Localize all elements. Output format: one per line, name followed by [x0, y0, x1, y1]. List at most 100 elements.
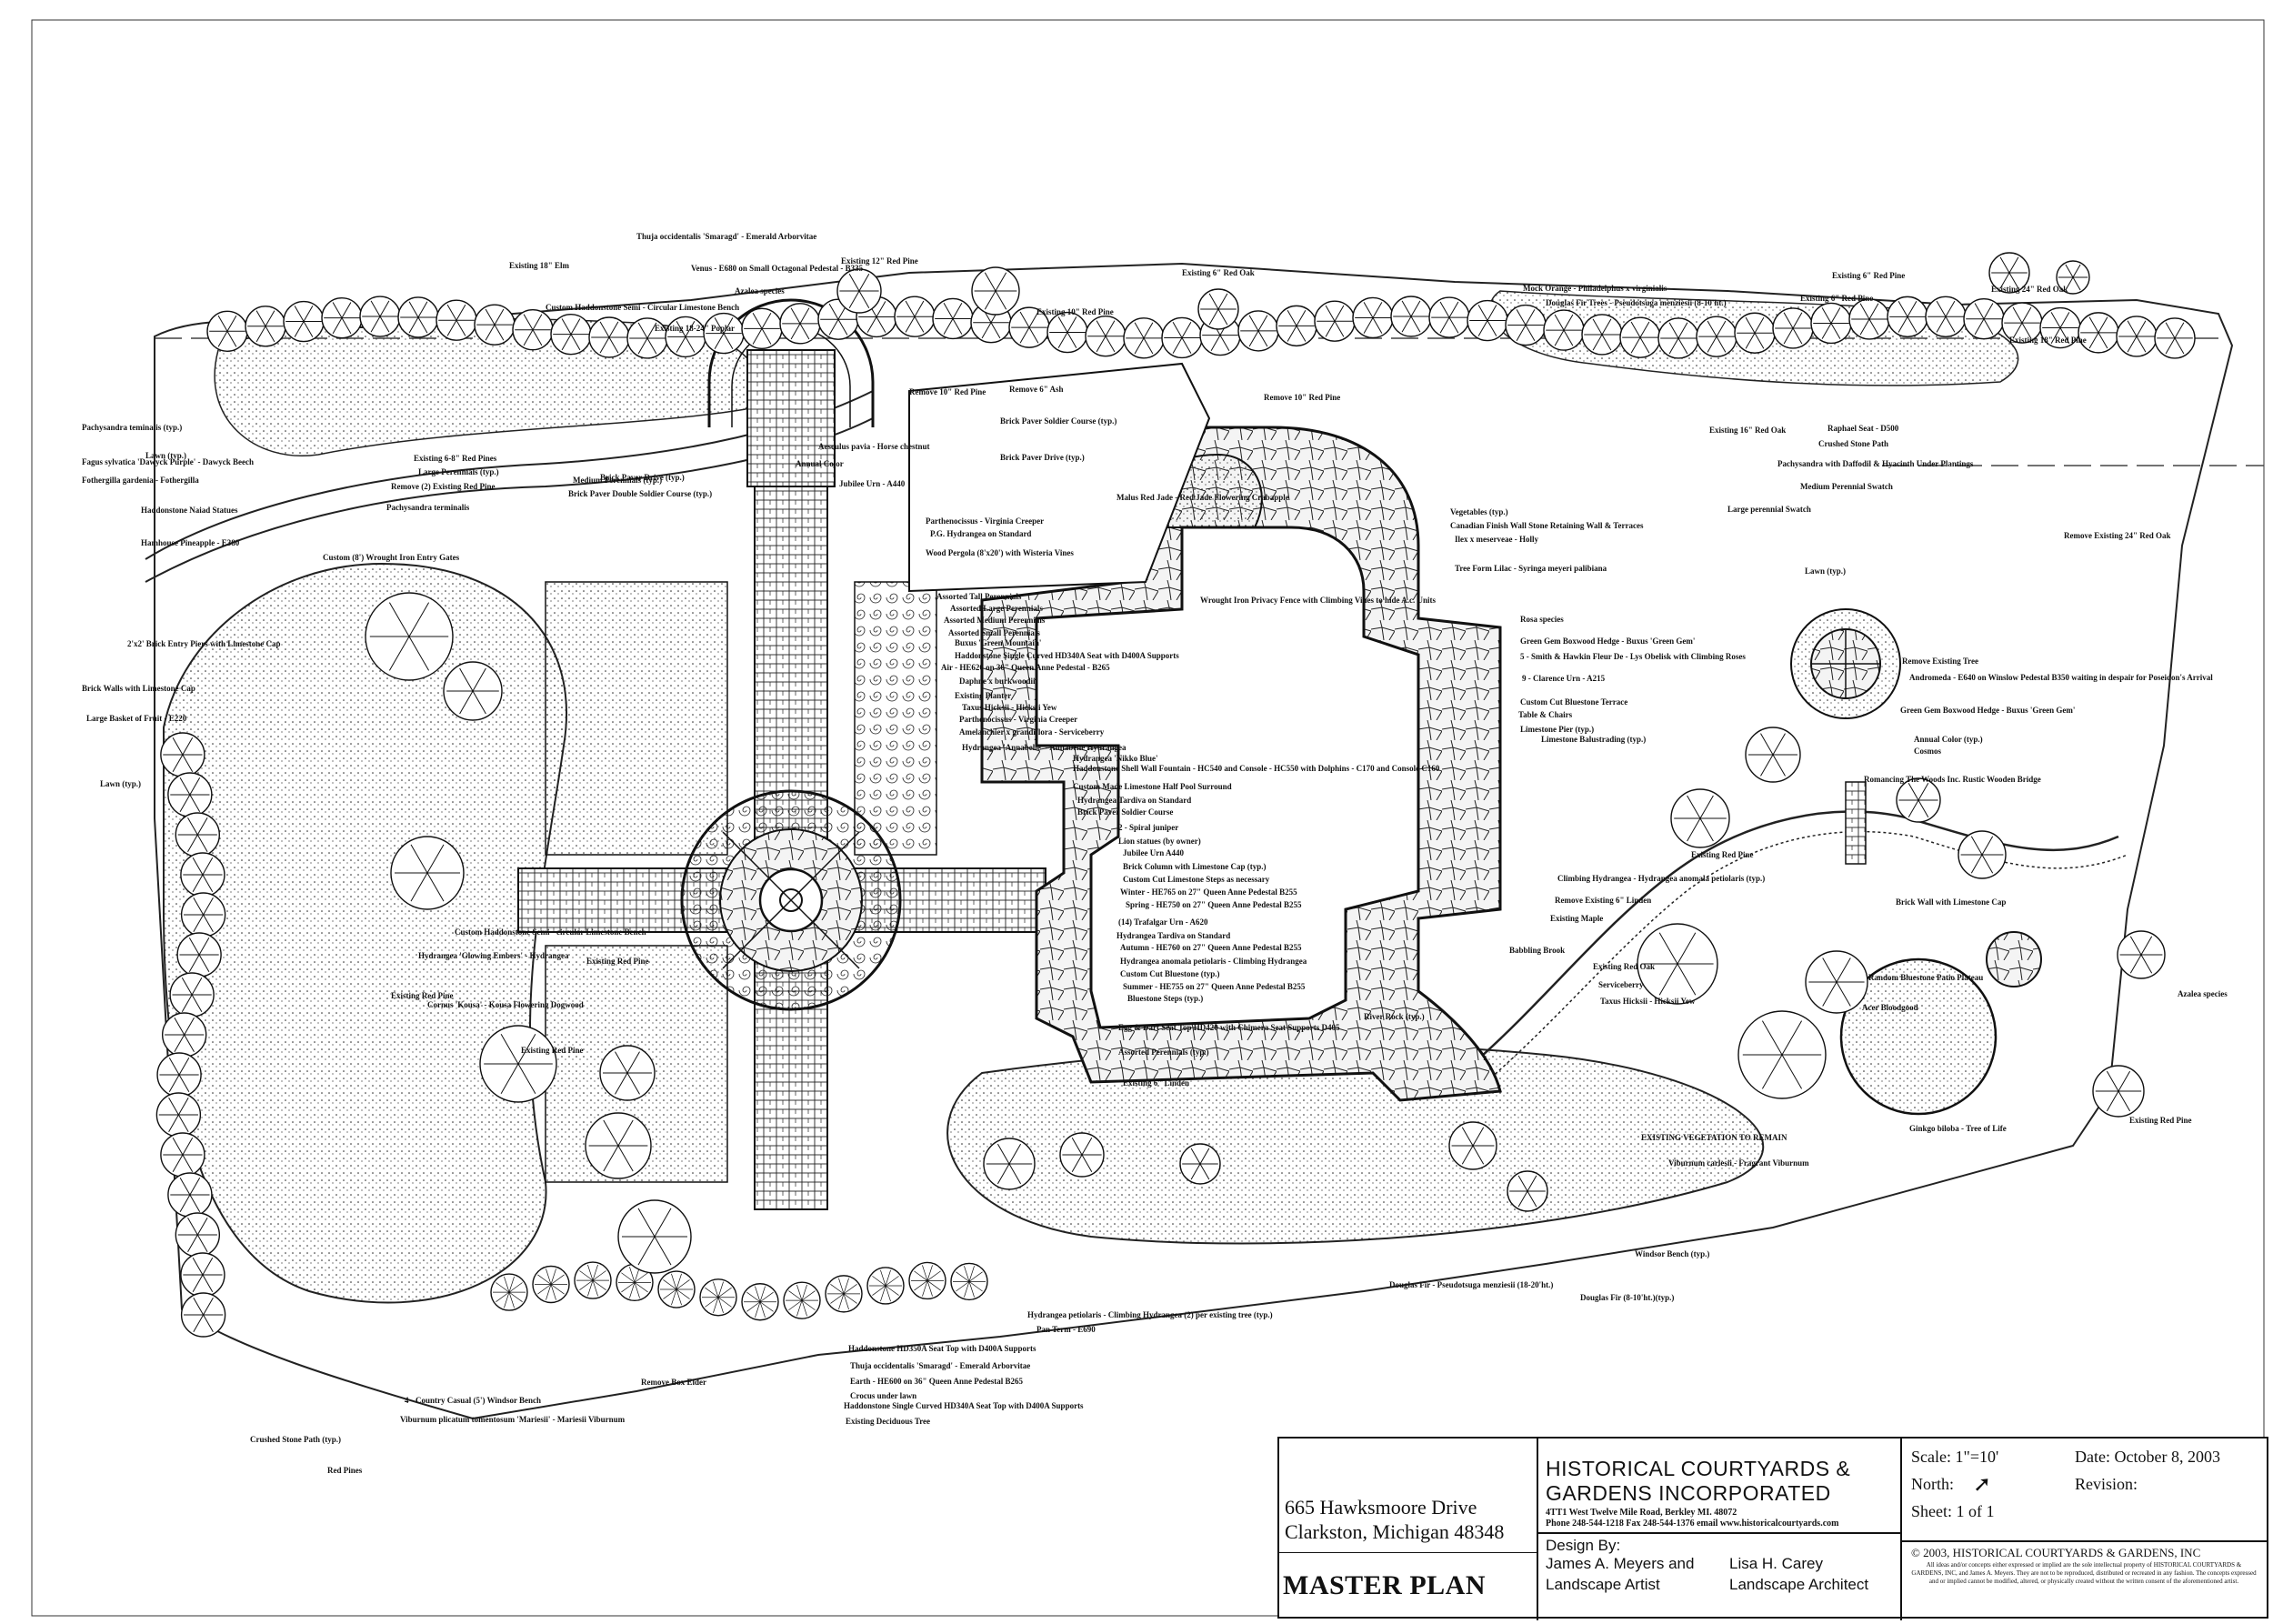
- plan-label: Haddonstone HD350A Seat Top with D400A S…: [848, 1344, 1036, 1353]
- deciduous-tree-icon: [894, 296, 936, 337]
- deciduous-tree-icon: [1179, 1143, 1221, 1185]
- firm-name: HISTORICAL COURTYARDS & GARDENS INCORPOR…: [1546, 1457, 1850, 1506]
- deciduous-tree-icon: [1085, 316, 1126, 357]
- plan-label: Ginkgo biloba - Tree of Life: [1909, 1124, 2007, 1133]
- deciduous-tree-icon: [180, 1292, 226, 1338]
- plan-label: Autumn - HE760 on 27" Queen Anne Pedesta…: [1120, 943, 1302, 952]
- plan-label: Medium Perennials (typ.): [573, 476, 663, 485]
- address-line-2: Clarkston, Michigan 48348: [1285, 1520, 1505, 1543]
- plan-label: Taxus Hicksii - Hicksii Yew: [962, 703, 1057, 712]
- plan-label: Pan Term - E690: [1036, 1325, 1096, 1334]
- deciduous-tree-icon: [1046, 311, 1088, 354]
- plan-label: Wood Pergola (8'x20') with Wisteria Vine…: [926, 548, 1074, 557]
- plan-label: Thuja occidentalis 'Smaragd' - Emerald A…: [850, 1361, 1031, 1370]
- plan-label: Assorted Small Perennials: [948, 628, 1040, 637]
- plan-label: Brick Paver Double Soldier Course (typ.): [568, 489, 713, 498]
- plan-label: Existing Maple: [1550, 914, 1604, 923]
- deciduous-tree-icon: [161, 1012, 207, 1058]
- patio-plateau: [1839, 957, 1998, 1116]
- sheet-number: Sheet: 1 of 1: [1911, 1502, 1995, 1520]
- deciduous-tree-icon: [1848, 298, 1890, 340]
- plan-label: Haddonstone Shell Wall Fountain - HC540 …: [1073, 764, 1440, 773]
- plan-label: Existing Planter: [955, 691, 1012, 700]
- deciduous-tree-icon: [1390, 296, 1432, 337]
- andromeda-cross: [1811, 629, 1880, 698]
- house-footprint: [1035, 526, 1420, 1029]
- rustic-bridge: [1845, 781, 1867, 865]
- plan-label: Hydrangea Tardiva on Standard: [1077, 796, 1192, 805]
- deciduous-tree-icon: [2154, 317, 2196, 359]
- deciduous-tree-icon: [588, 316, 630, 358]
- plan-label: Large Perennials (typ.): [418, 467, 499, 476]
- deciduous-tree-icon: [779, 303, 821, 345]
- plan-label: Existing 6" Red Oak: [1182, 268, 1255, 277]
- plan-label: Thuja occidentalis 'Smaragd' - Emerald A…: [636, 232, 817, 241]
- address-line-1: 665 Hawksmoore Drive: [1285, 1496, 1477, 1519]
- firm-contact: Phone 248-544-1218 Fax 248-544-1376 emai…: [1546, 1519, 1839, 1529]
- deciduous-tree-icon: [512, 309, 554, 351]
- plan-label: Custom Made Limestone Half Pool Surround: [1073, 782, 1232, 791]
- divider: [1538, 1532, 1900, 1534]
- plan-label: Hydrangea 'Nikko Blue': [1073, 754, 1158, 763]
- deciduous-tree-icon: [1810, 302, 1852, 345]
- north-label: North:: [1911, 1475, 1954, 1493]
- pine-tree-icon: [490, 1273, 528, 1311]
- deciduous-tree-icon: [665, 316, 706, 358]
- plan-label: Jubilee Urn - A440: [839, 479, 906, 488]
- deciduous-tree-icon: [1237, 310, 1279, 352]
- designer-2-role: Landscape Architect: [1729, 1576, 1869, 1593]
- deciduous-tree-icon: [390, 836, 465, 910]
- plan-label: Existing 6" Red Pine: [1832, 271, 1906, 280]
- plan-label: Parthenocissus - Virginia Creeper: [926, 516, 1045, 526]
- plan-label: Annual Color: [796, 459, 844, 468]
- plan-label: Custom (8') Wrought Iron Entry Gates: [323, 553, 460, 562]
- deciduous-tree-icon: [599, 1045, 656, 1101]
- deciduous-tree-icon: [2001, 302, 2043, 344]
- pine-tree-icon: [783, 1281, 821, 1319]
- plan-label: Limestone Pier (typ.): [1520, 725, 1595, 734]
- plan-label: Custom Haddonstone Semi - Circular Limes…: [546, 303, 740, 312]
- deciduous-tree-icon: [1543, 309, 1585, 351]
- deciduous-tree-icon: [932, 297, 974, 340]
- plan-label: Crocus under lawn: [850, 1391, 917, 1400]
- plan-label: Lion statues (by owner): [1118, 837, 1201, 846]
- plan-label: Existing Red Pine: [521, 1046, 584, 1055]
- deciduous-tree-icon: [175, 1212, 221, 1258]
- title-block: 665 Hawksmoore Drive Clarkston, Michigan…: [1277, 1437, 2268, 1620]
- pine-tree-icon: [866, 1267, 905, 1305]
- deciduous-tree-icon: [359, 296, 401, 337]
- plan-label: Existing 6" Red Pine: [1800, 294, 1874, 303]
- deciduous-tree-icon: [1637, 923, 1718, 1005]
- plan-label: Brick Column with Limestone Cap (typ.): [1123, 862, 1267, 871]
- deciduous-tree-icon: [245, 306, 286, 347]
- plan-label: Lawn (typ.): [100, 779, 142, 788]
- plan-label: Pachysandra teminalis (typ.): [82, 423, 183, 432]
- sheet-title: MASTER PLAN: [1283, 1570, 1487, 1600]
- plan-label: Hydrangea 'Glowing Embers' - Hydrangea: [418, 951, 569, 960]
- plan-label: Lawn (typ.): [1805, 566, 1847, 576]
- plan-label: Medium Perennial Swatch: [1800, 482, 1893, 491]
- deciduous-tree-icon: [180, 1252, 225, 1298]
- plan-label: Brick Paver Drive (typ.): [600, 473, 685, 482]
- firm-name-line-1: HISTORICAL COURTYARDS &: [1546, 1457, 1851, 1480]
- plan-label: Remove (2) Existing Red Pine: [391, 482, 496, 491]
- deciduous-tree-icon: [2056, 260, 2090, 295]
- plan-label: Remove Existing 24" Red Oak: [2064, 531, 2171, 540]
- deciduous-tree-icon: [1887, 296, 1928, 338]
- plan-label: Large Basket of Fruit - E220: [86, 714, 187, 723]
- deciduous-tree-icon: [1963, 297, 2005, 340]
- deciduous-tree-icon: [167, 772, 213, 817]
- plan-label: Existing 18-24" Poplar: [655, 324, 736, 333]
- sheet-meta-cell: Scale: 1"=10' North: ➚ Sheet: 1 of 1 Dat…: [1902, 1439, 2267, 1620]
- plan-label: Existing 16" Red Oak: [1709, 426, 1787, 435]
- plan-label: EXISTING VEGETATION TO REMAIN: [1641, 1133, 1787, 1142]
- plan-label: Existing Red Pine: [1691, 850, 1754, 859]
- plan-label: Existing 24" Red Oak: [1991, 285, 2068, 294]
- plan-label: Vegetables (typ.): [1450, 507, 1508, 516]
- plan-label: Earth - HE600 on 36" Queen Anne Pedestal…: [850, 1377, 1024, 1386]
- plan-label: Parthenocissus - Virginia Creeper: [959, 715, 1078, 724]
- deciduous-tree-icon: [1619, 316, 1661, 358]
- copyright: © 2003, HISTORICAL COURTYARDS & GARDENS,…: [1911, 1546, 2201, 1559]
- fountain-center: [779, 888, 803, 912]
- plan-label: Haddonstone Naiad Statues: [141, 506, 238, 515]
